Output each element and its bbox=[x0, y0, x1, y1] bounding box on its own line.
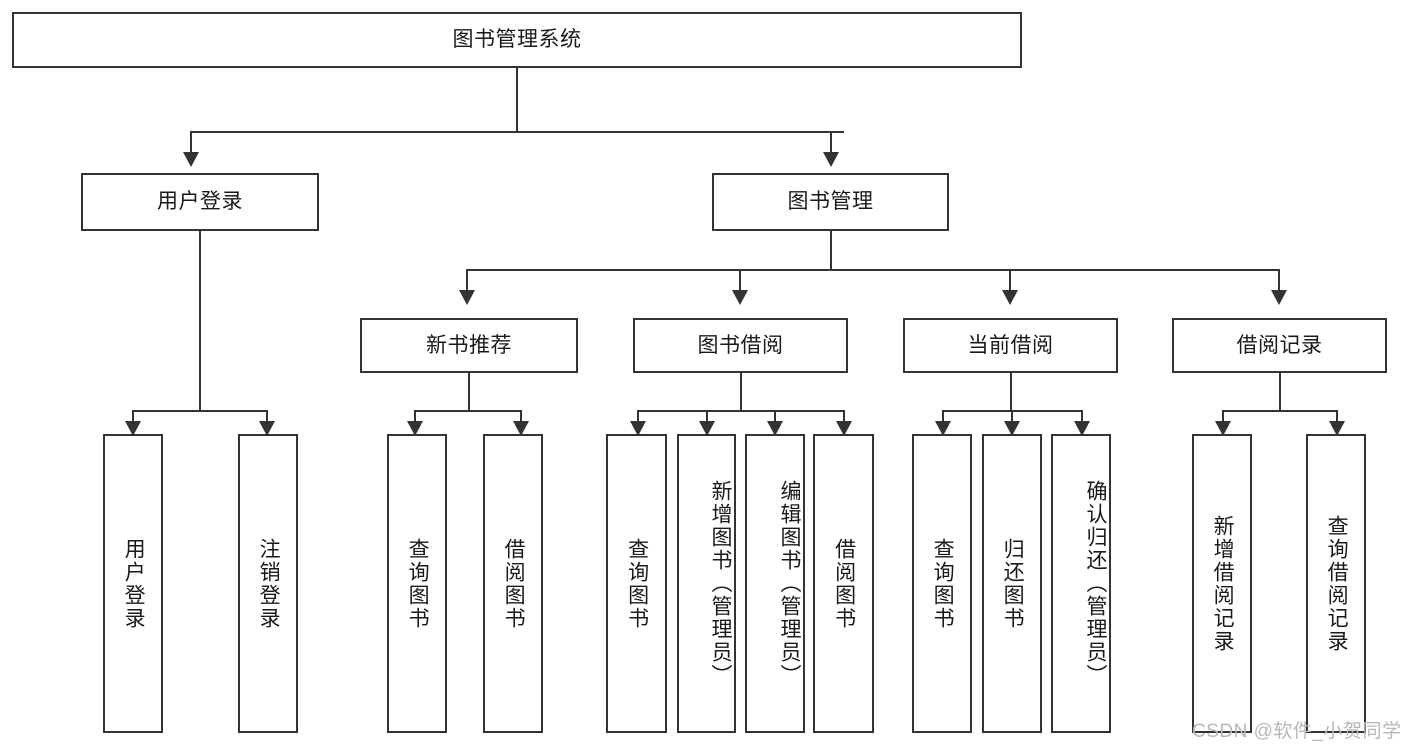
arrowhead-borrow-record-to-leaf-0 bbox=[1215, 421, 1231, 436]
arrowhead-book-borrow-to-leaf-0 bbox=[630, 421, 646, 436]
node-label: 查询图书 bbox=[931, 537, 955, 630]
node-label: 当前借阅 bbox=[967, 333, 1054, 357]
node-new-book-recommend[interactable]: 新书推荐 bbox=[360, 318, 578, 373]
arrowhead-user-login-to-leaf-0 bbox=[125, 421, 141, 436]
connector-root-stem bbox=[516, 68, 518, 132]
arrowhead-bm-to-book-borrow bbox=[732, 290, 748, 305]
arrowhead-new-book-to-leaf-1 bbox=[513, 421, 529, 436]
leaf-current-borrow-return-book[interactable]: 归还图书 bbox=[982, 434, 1042, 733]
arrowhead-root-to-user-login bbox=[183, 152, 199, 167]
connector-root-to-book-management bbox=[830, 131, 832, 153]
leaf-user-logout[interactable]: 注销登录 bbox=[238, 434, 298, 733]
arrowhead-bm-to-new-book bbox=[459, 290, 475, 305]
node-user-login[interactable]: 用户登录 bbox=[81, 173, 319, 231]
node-label: 借阅图书 bbox=[832, 537, 856, 630]
leaf-book-borrow-borrow-book[interactable]: 借阅图书 bbox=[813, 434, 874, 733]
arrowhead-book-borrow-to-leaf-2 bbox=[767, 421, 783, 436]
connector-user-login-bus bbox=[132, 410, 268, 412]
leaf-book-borrow-edit-book-admin[interactable]: 编辑图书（管理员） bbox=[745, 434, 805, 733]
csdn-watermark: CSDN @软件_小贺同学 bbox=[1192, 716, 1401, 743]
connector-book-borrow-to-leaf-2 bbox=[774, 410, 776, 422]
node-label: 查询图书 bbox=[406, 537, 430, 630]
connector-bm-to-new-book bbox=[466, 269, 468, 291]
connector-borrow-record-stem bbox=[1279, 373, 1281, 411]
node-label: 查询借阅记录 bbox=[1325, 514, 1349, 653]
leaf-book-borrow-add-book-admin[interactable]: 新增图书（管理员） bbox=[677, 434, 736, 733]
connector-current-borrow-to-leaf-0 bbox=[942, 410, 944, 422]
node-label: 注销登录 bbox=[257, 537, 281, 630]
watermark-text: CSDN @软件_小贺同学 bbox=[1192, 721, 1402, 742]
node-label: 编辑图书（管理员） bbox=[778, 480, 801, 687]
node-label: 查询图书 bbox=[625, 537, 649, 630]
node-label: 新书推荐 bbox=[426, 333, 512, 357]
connector-new-book-bus bbox=[414, 410, 522, 412]
connector-book-management-stem bbox=[830, 231, 832, 270]
node-label: 归还图书 bbox=[1001, 537, 1025, 630]
arrowhead-bm-to-borrow-record bbox=[1271, 290, 1287, 305]
leaf-new-book-query-book[interactable]: 查询图书 bbox=[387, 434, 447, 733]
connector-bm-to-book-borrow bbox=[739, 269, 741, 291]
arrowhead-book-borrow-to-leaf-3 bbox=[836, 421, 852, 436]
node-label: 新增借阅记录 bbox=[1211, 514, 1235, 653]
leaf-borrow-record-query-record[interactable]: 查询借阅记录 bbox=[1306, 434, 1366, 733]
connector-book-borrow-to-leaf-1 bbox=[706, 410, 708, 422]
arrowhead-new-book-to-leaf-0 bbox=[407, 421, 423, 436]
node-current-borrow[interactable]: 当前借阅 bbox=[903, 318, 1118, 373]
arrowhead-borrow-record-to-leaf-1 bbox=[1329, 421, 1345, 436]
leaf-new-book-borrow-book[interactable]: 借阅图书 bbox=[483, 434, 543, 733]
connector-borrow-record-to-leaf-1 bbox=[1336, 410, 1338, 422]
node-root-book-management-system[interactable]: 图书管理系统 bbox=[12, 12, 1022, 68]
node-label: 确认归还（管理员） bbox=[1084, 480, 1107, 687]
arrowhead-book-borrow-to-leaf-1 bbox=[699, 421, 715, 436]
connector-book-borrow-to-leaf-0 bbox=[637, 410, 639, 422]
connector-book-borrow-stem bbox=[740, 373, 742, 411]
node-label: 用户登录 bbox=[122, 537, 146, 630]
leaf-book-borrow-query-book[interactable]: 查询图书 bbox=[606, 434, 667, 733]
arrowhead-bm-to-current-borrow bbox=[1002, 290, 1018, 305]
connector-new-book-stem bbox=[468, 373, 470, 411]
connector-user-login-to-leaf-1 bbox=[266, 410, 268, 422]
node-label: 图书借阅 bbox=[697, 333, 784, 357]
leaf-user-login[interactable]: 用户登录 bbox=[103, 434, 163, 733]
connector-book-borrow-bus bbox=[637, 410, 845, 412]
arrowhead-current-borrow-to-leaf-2 bbox=[1074, 421, 1090, 436]
connector-borrow-record-to-leaf-0 bbox=[1222, 410, 1224, 422]
connector-user-login-to-leaf-0 bbox=[132, 410, 134, 422]
leaf-borrow-record-add-record[interactable]: 新增借阅记录 bbox=[1192, 434, 1252, 733]
arrowhead-root-to-book-management bbox=[823, 152, 839, 167]
connector-user-login-stem bbox=[199, 231, 201, 411]
node-borrow-record[interactable]: 借阅记录 bbox=[1172, 318, 1387, 373]
arrowhead-current-borrow-to-leaf-0 bbox=[935, 421, 951, 436]
node-book-management[interactable]: 图书管理 bbox=[712, 173, 949, 231]
arrowhead-current-borrow-to-leaf-1 bbox=[1004, 421, 1020, 436]
leaf-current-borrow-confirm-return-admin[interactable]: 确认归还（管理员） bbox=[1051, 434, 1111, 733]
node-label: 借阅图书 bbox=[502, 537, 526, 630]
connector-new-book-to-leaf-1 bbox=[520, 410, 522, 422]
connector-current-borrow-to-leaf-2 bbox=[1081, 410, 1083, 422]
connector-book-borrow-to-leaf-3 bbox=[843, 410, 845, 422]
connector-root-to-user-login bbox=[190, 131, 192, 153]
connector-new-book-to-leaf-0 bbox=[414, 410, 416, 422]
arrowhead-user-login-to-leaf-1 bbox=[259, 421, 275, 436]
connector-root-bus bbox=[190, 131, 844, 133]
connector-current-borrow-to-leaf-1 bbox=[1011, 410, 1013, 422]
connector-bm-to-current-borrow bbox=[1009, 269, 1011, 291]
connector-borrow-record-bus bbox=[1222, 410, 1338, 412]
leaf-current-borrow-query-book[interactable]: 查询图书 bbox=[912, 434, 972, 733]
node-label: 借阅记录 bbox=[1236, 333, 1323, 357]
connector-bm-to-borrow-record bbox=[1278, 269, 1280, 291]
node-label: 图书管理系统 bbox=[452, 28, 582, 52]
connector-book-management-bus bbox=[466, 269, 1280, 271]
node-label: 用户登录 bbox=[157, 190, 243, 214]
node-book-borrow[interactable]: 图书借阅 bbox=[633, 318, 848, 373]
node-label: 新增图书（管理员） bbox=[709, 480, 732, 687]
connector-current-borrow-stem bbox=[1010, 373, 1012, 411]
node-label: 图书管理 bbox=[787, 190, 874, 214]
